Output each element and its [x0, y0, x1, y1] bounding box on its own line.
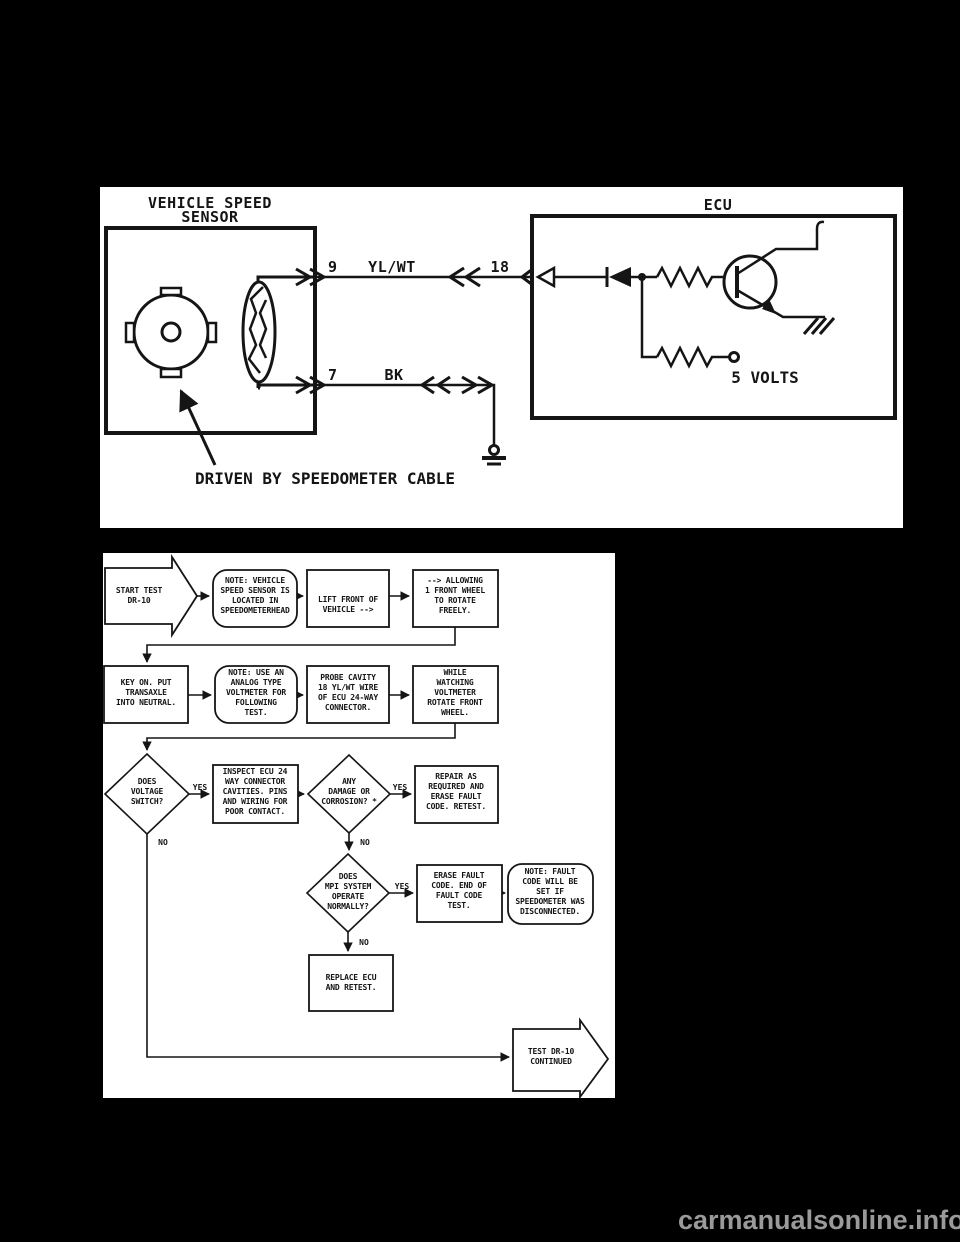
wire-yl-wt-internal	[256, 275, 315, 283]
node-replace-ecu	[308, 954, 394, 1012]
node-note-sensor	[212, 569, 298, 628]
five-volts-label: 5 VOLTS	[731, 368, 798, 387]
wire-bk-label: BK	[384, 366, 403, 384]
circuit-diagram-panel: VEHICLE SPEED SENSOR ECU	[100, 187, 903, 528]
vss-title-line1: VEHICLE SPEED	[148, 194, 272, 212]
node-does-mpi	[305, 852, 391, 934]
node-while-watch	[412, 665, 499, 724]
node-erase-fault	[416, 864, 503, 923]
wire-bk-internal	[256, 381, 315, 390]
node-does-voltage	[103, 752, 191, 836]
yes-label-damage: YES	[393, 783, 408, 792]
no-label-voltage: NO	[158, 838, 168, 847]
node-inspect-ecu	[212, 764, 299, 824]
driven-by-caption: DRIVEN BY SPEEDOMETER CABLE	[195, 469, 455, 488]
vss-title-line2: SENSOR	[181, 208, 239, 226]
ecu-title: ECU	[704, 196, 733, 214]
node-probe-cavity	[306, 665, 390, 724]
circuit-diagram: VEHICLE SPEED SENSOR ECU	[104, 194, 897, 488]
no-label-damage: NO	[360, 838, 370, 847]
flowchart-connectors	[142, 591, 510, 1062]
resistor-base	[655, 265, 737, 289]
wire-yl-wt-label: YL/WT	[368, 258, 416, 276]
yes-label-mpi: YES	[395, 882, 410, 891]
node-continued	[512, 1017, 610, 1098]
node-repair	[414, 765, 499, 824]
ground-symbol	[482, 444, 506, 466]
node-allowing	[412, 569, 499, 628]
node-note-meter	[214, 665, 298, 724]
ecu-box	[530, 214, 897, 420]
node-start	[104, 553, 199, 639]
no-label-mpi: NO	[359, 938, 369, 947]
diode-symbol	[605, 267, 631, 287]
watermark: carmanualsonline.info	[678, 1205, 960, 1235]
node-lift-front	[306, 569, 390, 628]
caption-pointer-arrow	[179, 389, 217, 466]
pin-7-label: 7	[328, 366, 338, 384]
chassis-ground-symbol	[802, 317, 836, 335]
yes-label-voltage: YES	[193, 783, 208, 792]
node-note-fault	[507, 863, 594, 925]
pullup-branch	[640, 277, 740, 369]
wire-bk	[295, 375, 496, 445]
speed-sensor-drawing	[124, 286, 218, 379]
node-any-damage	[306, 753, 392, 835]
node-key-on	[103, 665, 189, 724]
speedometer-cable-connector-drawing	[241, 280, 277, 384]
transistor-symbol	[722, 220, 825, 319]
pin-18-label: 18	[490, 258, 509, 276]
pin-9-label: 9	[328, 258, 338, 276]
